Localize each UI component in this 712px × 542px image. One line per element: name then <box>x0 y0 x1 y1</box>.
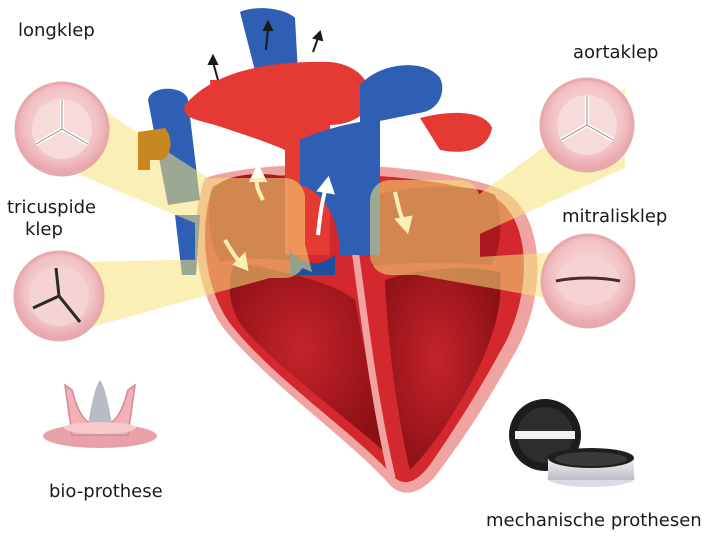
flow-arrow-3 <box>313 38 318 52</box>
pulmonary-valve-closeup <box>16 83 108 175</box>
pulmonary-vein-red <box>420 113 492 152</box>
label-aortic-valve: aortaklep <box>573 42 658 64</box>
mitral-valve-closeup <box>542 235 634 327</box>
valve-plane-right <box>370 180 480 275</box>
label-tricuspid-valve-line1: tricuspide <box>7 197 96 219</box>
flow-arrow-3-head <box>314 32 322 40</box>
aortic-valve-closeup <box>541 79 633 171</box>
label-tricuspid-valve-line2: klep <box>25 219 63 241</box>
mechanical-prosthesis-icon <box>509 399 635 487</box>
label-mitral-valve: mitralisklep <box>562 206 667 228</box>
bio-prosthesis-icon <box>43 380 157 448</box>
label-mechanical-prostheses: mechanische prothesen <box>486 510 702 532</box>
valve-plane-left <box>195 178 305 278</box>
flow-arrow-1-head <box>209 56 217 64</box>
label-pulmonary-valve: longklep <box>18 20 95 42</box>
tricuspid-valve-closeup <box>15 252 103 340</box>
label-bio-prosthesis: bio-prothese <box>49 481 163 503</box>
